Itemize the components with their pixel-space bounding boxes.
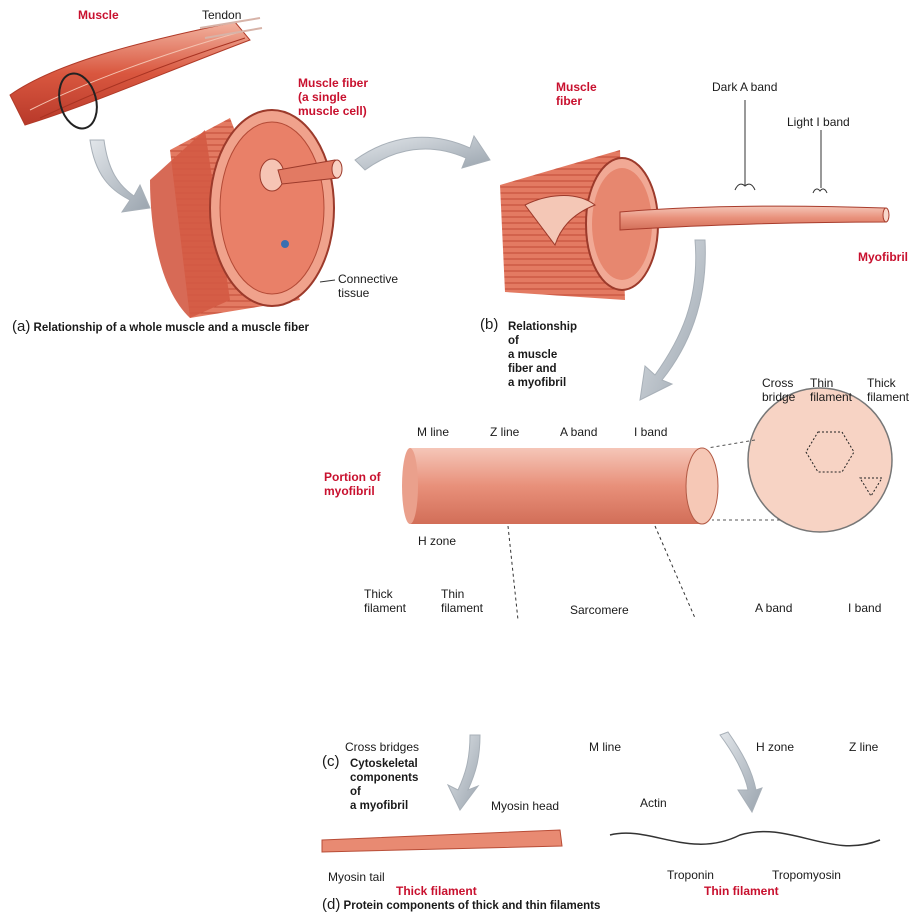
label-troponin: Troponin — [667, 868, 714, 882]
label-a-band-c: A band — [755, 601, 792, 615]
label-thin-filament-d: Thin filament — [704, 884, 779, 898]
label-h-zone-c: H zone — [756, 740, 794, 754]
sarcomere-lattice — [325, 630, 885, 726]
myofibril-portion — [402, 448, 718, 524]
whole-muscle-illustration — [10, 18, 262, 133]
caption-d: (d) Protein components of thick and thin… — [322, 898, 600, 913]
caption-b-letter: (b) — [480, 318, 498, 332]
label-thick-filament-d: Thick filament — [396, 884, 477, 898]
label-m-line: M line — [417, 425, 449, 439]
label-sarcomere: Sarcomere — [570, 603, 629, 617]
caption-d-letter: (d) — [322, 896, 340, 913]
label-muscle-fiber-single: Muscle fiber (a single muscle cell) — [298, 76, 368, 118]
label-myofibril: Myofibril — [858, 250, 908, 264]
label-light-i-band: Light I band — [787, 115, 850, 129]
caption-b-text: Relationship of a muscle fiber and a myo… — [508, 320, 577, 390]
thick-filament-detail — [322, 830, 562, 852]
label-m-line-c: M line — [589, 740, 621, 754]
label-i-band: I band — [634, 425, 667, 439]
label-tropomyosin: Tropomyosin — [772, 868, 841, 882]
muscle-cross-section — [150, 110, 342, 318]
label-h-zone: H zone — [418, 534, 456, 548]
caption-d-text: Protein components of thick and thin fil… — [344, 900, 601, 912]
label-z-line: Z line — [490, 425, 519, 439]
caption-c-letter: (c) — [322, 755, 340, 769]
label-muscle-fiber: Muscle fiber — [556, 80, 597, 108]
label-thin-filament-c: Thin filament — [441, 587, 483, 615]
label-muscle: Muscle — [78, 8, 119, 22]
thin-filament-detail — [610, 832, 880, 846]
label-cross-bridges: Cross bridges — [345, 740, 419, 754]
label-i-band-c: I band — [848, 601, 881, 615]
caption-c-text: Cytoskeletal components of a myofibril — [350, 757, 418, 813]
label-cross-bridge: Cross bridge — [762, 376, 795, 404]
label-connective-tissue: Connective tissue — [338, 272, 398, 300]
label-portion-of-myofibril: Portion of myofibril — [324, 470, 381, 498]
label-actin: Actin — [640, 796, 667, 810]
label-thick-filament-c: Thick filament — [364, 587, 406, 615]
label-dark-a-band: Dark A band — [712, 80, 777, 94]
caption-a-text: Relationship of a whole muscle and a mus… — [34, 322, 309, 334]
label-tendon: Tendon — [202, 8, 241, 22]
label-thick-filament-circle: Thick filament — [867, 376, 909, 404]
label-thin-filament-circle: Thin filament — [810, 376, 852, 404]
muscle-fiber-illustration — [500, 100, 889, 300]
label-z-line-c: Z line — [849, 740, 878, 754]
caption-a: (a) Relationship of a whole muscle and a… — [12, 320, 309, 335]
caption-a-letter: (a) — [12, 318, 30, 335]
label-a-band: A band — [560, 425, 597, 439]
myofibril-cross-section — [708, 388, 892, 532]
label-myosin-tail: Myosin tail — [328, 870, 385, 884]
label-myosin-head: Myosin head — [491, 799, 559, 813]
